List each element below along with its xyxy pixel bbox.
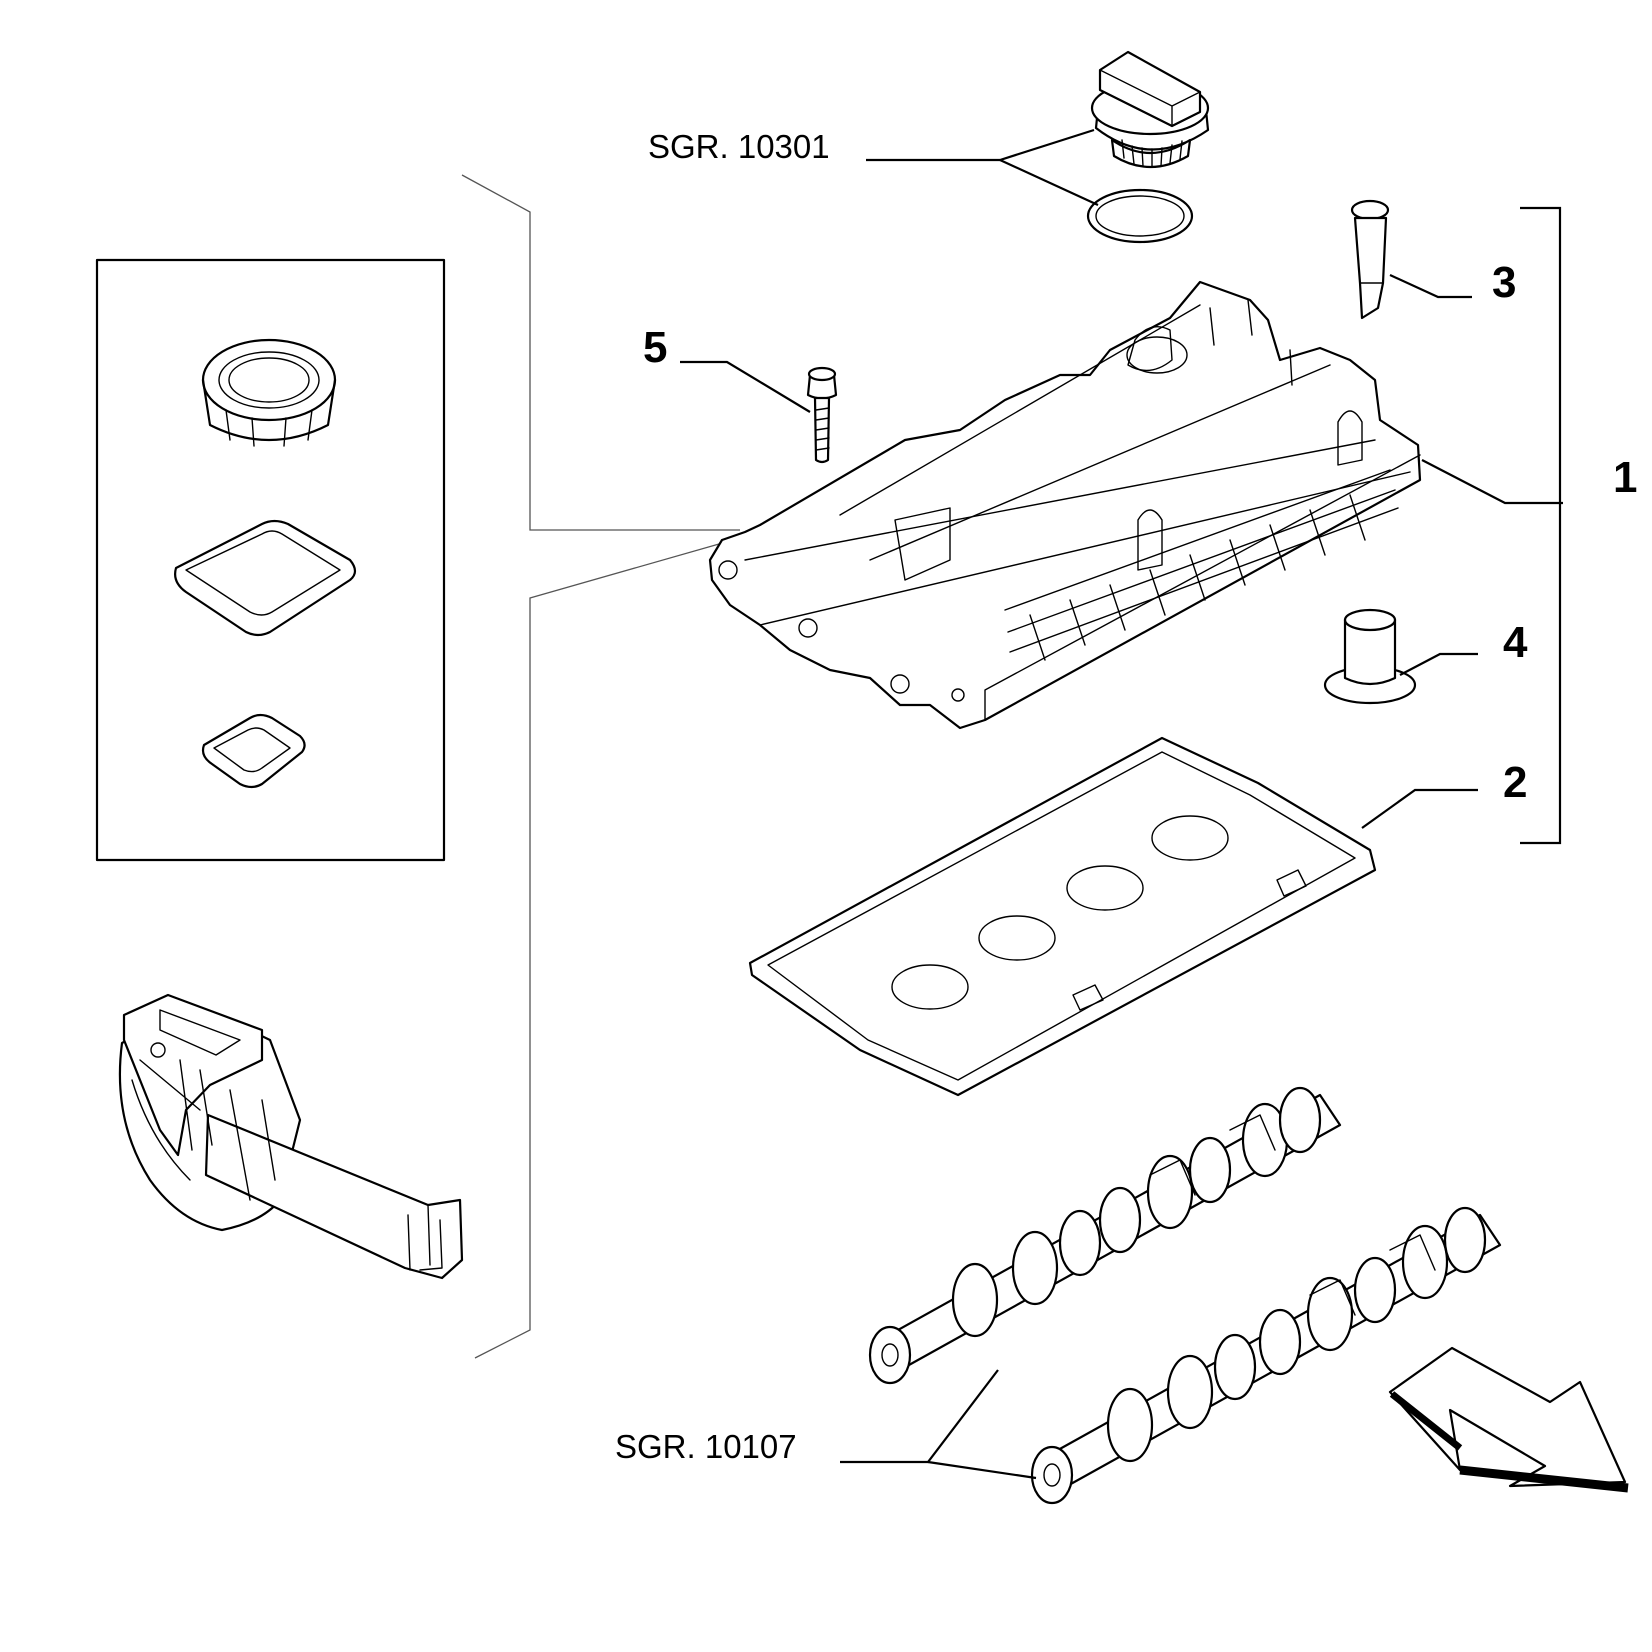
camshaft-lower-part [1030, 1206, 1502, 1505]
breather-pipe-part [118, 993, 464, 1280]
cam-cover-part [708, 280, 1422, 730]
part-1-label: 1 [1613, 453, 1637, 502]
inset-gasket-small-part [201, 713, 306, 789]
part-3-plug [1350, 199, 1390, 320]
inset-bracket [461, 174, 741, 1359]
ref-camshafts-label: SGR. 10107 [615, 1428, 797, 1465]
part-5-label: 5 [643, 323, 667, 372]
inset-gasket-large-part [174, 519, 357, 637]
part-4-bushing [1323, 608, 1417, 705]
part-4-label: 4 [1503, 618, 1528, 667]
part-2-label: 2 [1503, 758, 1527, 807]
callout-labels: SGR. 10301 SGR. 10107 1 2 3 4 5 [615, 128, 1637, 1465]
oil-filler-cap-seal-part [1086, 188, 1194, 244]
cam-cover-gasket-part [748, 736, 1377, 1097]
leader-lines [680, 128, 1563, 1480]
inset-kit-box [95, 258, 446, 862]
part-3-label: 3 [1492, 258, 1516, 307]
arrow-down-right-icon [1388, 1346, 1629, 1493]
oil-filler-cap-part [1090, 50, 1210, 169]
filler-neck-ring-part [201, 338, 337, 447]
camshaft-upper-part [868, 1086, 1342, 1385]
part-5-screw [806, 366, 838, 464]
ref-oil-cap-label: SGR. 10301 [648, 128, 830, 165]
